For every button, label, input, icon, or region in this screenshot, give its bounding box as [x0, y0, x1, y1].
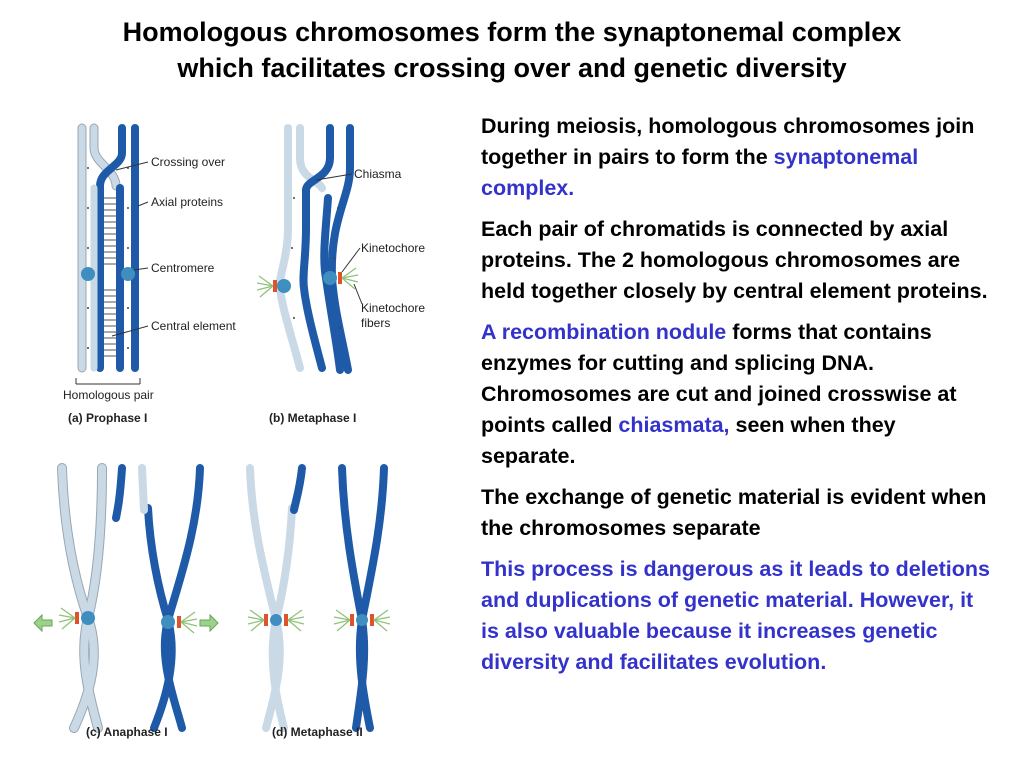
label-chiasma: Chiasma: [354, 167, 402, 181]
panel-metaphase-ii: (d) Metaphase II: [246, 464, 391, 739]
dark-chromosome: [96, 124, 139, 372]
paragraph-text: seen when they separate.: [481, 413, 896, 468]
term-chiasmata: chiasmata,: [618, 413, 730, 437]
label-kinetochore-fibers-line2: fibers: [361, 316, 390, 330]
centromere-right: [121, 267, 135, 281]
panel-prophase-i: Crossing over Axial proteins Centromere …: [63, 123, 236, 425]
panel-metaphase-i: Chiasma Kinetochore Kinetochore fibers (…: [256, 124, 425, 425]
caption-metaphase-i: (b) Metaphase I: [269, 411, 356, 425]
term-synaptonemal-complex: synaptonemal complex.: [481, 145, 919, 200]
centromere-left: [81, 267, 95, 281]
explanation-text: During meiosis, homologous chromosomes j…: [481, 111, 991, 688]
label-axial-proteins: Axial proteins: [151, 195, 223, 209]
title-line-2: which facilitates crossing over and gene…: [177, 53, 847, 83]
title-line-1: Homologous chromosomes form the synapton…: [122, 17, 902, 47]
caption-metaphase-ii: (d) Metaphase II: [272, 725, 363, 739]
paragraph-text: forms that contains enzymes for cutting …: [481, 320, 957, 437]
label-homologous-pair: Homologous pair: [63, 388, 154, 402]
label-centromere: Centromere: [151, 261, 215, 275]
caption-anaphase-i: (c) Anaphase I: [86, 725, 168, 739]
paragraph-exchange: The exchange of genetic material is evid…: [481, 485, 987, 540]
slide-title: Homologous chromosomes form the synapton…: [0, 14, 1024, 86]
paragraph-danger-value: This process is dangerous as it leads to…: [481, 557, 990, 674]
label-crossing-over: Crossing over: [151, 155, 225, 169]
paragraph-synaptonemal: During meiosis, homologous chromosomes j…: [481, 111, 991, 204]
term-recombination-nodule: A recombination nodule: [481, 320, 727, 344]
meiosis-diagram: Crossing over Axial proteins Centromere …: [33, 123, 425, 739]
panel-anaphase-i: (c) Anaphase I: [33, 463, 219, 739]
paragraph-text: During meiosis, homologous chromosomes j…: [481, 114, 975, 169]
paragraph-axial-proteins: Each pair of chromatids is connected by …: [481, 217, 988, 303]
label-kinetochore-fibers-line1: Kinetochore: [361, 301, 425, 315]
label-kinetochore: Kinetochore: [361, 241, 425, 255]
caption-prophase-i: (a) Prophase I: [68, 411, 147, 425]
label-central-element: Central element: [151, 319, 236, 333]
paragraph-recombination: A recombination nodule forms that contai…: [481, 317, 991, 472]
